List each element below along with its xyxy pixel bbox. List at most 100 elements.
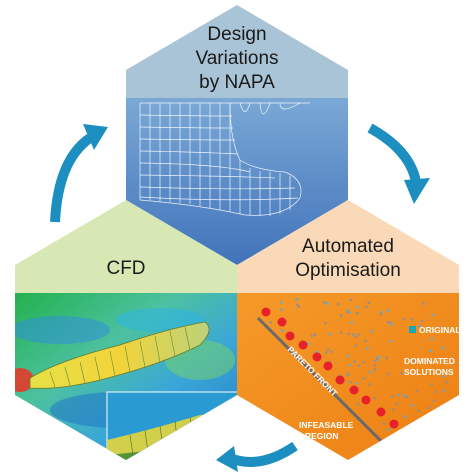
dominated-solution-point (390, 323, 393, 326)
dominated-solution-point (339, 314, 342, 317)
dominated-solution-point (355, 312, 359, 315)
dominated-solution-point (421, 319, 424, 323)
dominated-solution-point (387, 428, 390, 431)
dominated-solution-point (442, 389, 446, 392)
dominated-solution-point (423, 443, 427, 446)
dominated-solution-point (365, 305, 368, 309)
design-title-line-3: by NAPA (199, 72, 275, 93)
pareto-point-icon (335, 375, 345, 385)
pareto-point-icon (361, 395, 371, 405)
dominated-solution-point (295, 298, 299, 301)
dominated-solution-point (328, 360, 332, 363)
dominated-solution-point (280, 301, 283, 304)
dominated-solution-point (445, 381, 448, 384)
dominated-solution-point (357, 333, 360, 336)
dominated-solution-point (441, 326, 445, 329)
dominated-solution-point (355, 382, 359, 385)
dominated-solution-point (429, 349, 432, 353)
optimisation-title-line-1: Automated (302, 236, 394, 257)
dominated-solution-point (387, 372, 390, 376)
dominated-solution-point (405, 395, 408, 399)
dominated-solution-point (389, 321, 392, 325)
dominated-solution-point (280, 308, 283, 311)
dominated-solution-point (330, 350, 333, 353)
dominated-solution-point (346, 372, 349, 375)
dominated-solution-point (395, 402, 399, 406)
arrow-heads (83, 124, 430, 472)
optimisation-title-line-2: Optimisation (295, 260, 401, 281)
legend-original-label: ORIGINAL (419, 325, 461, 335)
dominated-solution-point (442, 375, 445, 378)
dominated-solution-point (429, 440, 432, 443)
dominated-solution-point (356, 305, 359, 309)
dominated-solution-point (310, 334, 314, 337)
pareto-front-line (256, 316, 397, 457)
dominated-solution-point (422, 302, 425, 305)
dominated-solution-point (391, 395, 394, 398)
dominated-solution-point (386, 309, 389, 312)
dominated-solution-point (417, 409, 421, 412)
dominated-solution-point (337, 302, 340, 306)
dominated-solution-point (431, 313, 434, 317)
dominated-solution-point (373, 397, 376, 400)
dominated-solution-point (403, 415, 407, 418)
dominated-solution-point (357, 403, 360, 406)
dominated-solution-point (339, 331, 343, 334)
dominated-solution-point (374, 359, 377, 362)
dominated-solution-point (362, 377, 365, 380)
dominated-solution-point (391, 408, 395, 411)
pareto-point-icon (285, 331, 295, 341)
pareto-point-icon (389, 419, 399, 429)
pareto-points (261, 307, 399, 429)
dominated-solution-point (400, 371, 403, 375)
dominated-solution-point (348, 363, 351, 367)
dominated-solution-point (324, 351, 328, 354)
dominated-solution-point (418, 324, 421, 328)
dominated-solution-point (346, 309, 349, 312)
pareto-point-icon (323, 361, 333, 371)
dominated-solution-point (435, 390, 438, 394)
dominated-solution-point (386, 321, 390, 324)
dominated-solution-point (402, 317, 405, 321)
dominated-solution-point (313, 333, 317, 336)
dominated-solution-point (377, 355, 381, 358)
dominated-solution-point (349, 381, 352, 384)
dominated-solution-point (420, 447, 424, 450)
dominated-solution-point (353, 360, 356, 363)
dominated-solution-point (411, 404, 414, 407)
dominated-solution-point (373, 368, 377, 371)
cfd-title: CFD (106, 258, 145, 279)
dominated-solution-point (404, 436, 407, 440)
dominated-solution-point (347, 374, 350, 377)
dominated-solution-point (349, 298, 353, 301)
design-title-line-1: Design (207, 24, 266, 45)
dominated-solution-point (350, 321, 353, 324)
dominated-solution-point (370, 330, 373, 333)
dominated-solution-point (354, 344, 357, 347)
dominated-solution-point (323, 301, 326, 304)
pareto-point-icon (312, 352, 322, 362)
dominated-solution-point (382, 422, 385, 425)
dominated-solution-point (347, 332, 350, 336)
dominated-solution-point (438, 443, 442, 446)
dominated-solution-point (410, 435, 414, 438)
dominated-solution-point (354, 335, 358, 338)
dominated-solution-point (380, 311, 383, 314)
hull-wireframe (139, 102, 310, 216)
dominated-solution-point (373, 364, 376, 367)
dominated-solution-point (280, 329, 284, 332)
dominated-label-line-2: SOLUTIONS (404, 367, 454, 377)
pareto-point-icon (261, 307, 271, 317)
dominated-solution-point (442, 429, 446, 432)
cfd-hull-shape (29, 321, 210, 389)
dominated-solution-point (397, 393, 400, 397)
dominated-solution-point (297, 305, 300, 308)
dominated-solution-point (428, 360, 432, 363)
dominated-solution-point (430, 337, 434, 341)
infeasible-label-line-2: REGION (305, 431, 339, 441)
dominated-solution-point (307, 342, 310, 345)
dominated-solution-point (413, 359, 416, 363)
dominated-solution-point (367, 301, 370, 304)
dominated-solution-point (403, 394, 406, 397)
